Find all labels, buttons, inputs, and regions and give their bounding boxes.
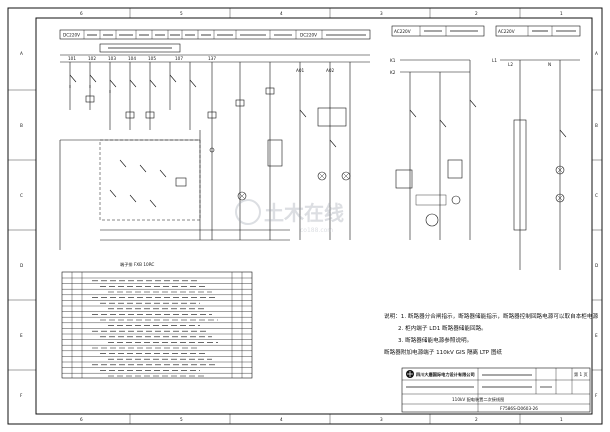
watermark: 土木在线 co188.com [235,199,344,234]
wire-label-k1: K1 [390,58,396,63]
title-block: 四川大唐国际电力设计有限公司 110kV 配电装置二次接线图 F7586S-D0… [401,367,591,413]
wire-label-103: 103 [108,56,116,61]
wire-label-l1: L1 [492,58,497,63]
tick-bottom-5: 1 [560,417,563,422]
tick-left-3: D [20,263,23,268]
wire-label-k2: K2 [390,70,396,75]
terminal-block-rows [62,277,252,377]
inner-frame [35,17,593,415]
tick-left-5: F [20,393,23,398]
tick-right-5: F [595,393,598,398]
relay-dashed-boundary [99,139,201,221]
tick-right-0: A [595,51,598,56]
title-col3: 第 1 页 [574,371,588,378]
wire-label-101: 101 [68,56,76,61]
wire-label-104: 104 [128,56,136,61]
terminal-block: 端子排 FXB 10RC [61,261,253,379]
note-line-0: 说明：1. 断路器分合闸指示，断路器储能指示，断路器控制回路电源可以取自本柜电源 [384,312,598,320]
tick-top-5: 1 [560,11,563,16]
right-header-cell-3: AC220V [498,29,515,34]
tick-top-0: 6 [80,11,83,16]
tick-left-0: A [20,51,23,56]
tick-left-2: C [20,193,23,198]
wire-label-a01: A01 [296,68,305,73]
title-drawing-number: F7586S-D0603-26 [500,406,538,411]
notes-block: 说明：1. 断路器分合闸指示，断路器储能指示，断路器控制回路电源可以取自本柜电源… [384,312,598,356]
company-logo [406,370,414,378]
border-tick-labels: 6 5 4 3 2 1 6 5 4 3 2 1 A B C D E F A B … [20,11,598,422]
tick-bottom-4: 2 [475,417,478,422]
right-header-cell-0: AC220V [394,29,411,34]
tick-right-2: C [595,193,598,198]
note-line-2: 3. 断路器储能电源参照说明。 [398,336,472,344]
tick-right-3: D [595,263,598,268]
title-drawing-name: 110kV 配电装置二次接线图 [452,396,504,403]
tick-top-1: 5 [180,11,183,16]
tick-top-4: 2 [475,11,478,16]
watermark-text: 土木在线 [264,201,344,225]
left-header-cell-0: DC220V [63,33,80,38]
left-control-circuit: 101 102 103 104 105 107 137 [59,43,370,250]
border-ticks [8,8,602,424]
wire-label-102: 102 [88,56,96,61]
left-header-row: DC220V DC220V [59,29,371,40]
wire-label-a02: A02 [326,68,335,73]
outer-frame [7,7,603,425]
right-header-row: AC220V AC220V [391,25,581,37]
wire-label-105: 105 [148,56,156,61]
tick-left-4: E [20,333,23,338]
tick-top-3: 3 [380,11,383,16]
title-block-illegible [406,374,552,388]
tick-bottom-0: 6 [80,417,83,422]
wire-label-137: 137 [208,56,216,61]
tick-left-1: B [20,123,23,128]
tick-bottom-2: 4 [280,417,283,422]
tick-bottom-3: 3 [380,417,383,422]
note-line-3: 断路器附加电源端子 110kV GIS 隔离 LTP 图纸 [384,348,502,356]
wire-label-107: 107 [175,56,183,61]
right-control-circuit: K1 K2 L1 L2 N [390,58,580,270]
tick-bottom-1: 5 [180,417,183,422]
terminal-block-title: 端子排 FXB 10RC [120,261,154,268]
note-line-1: 2. 柜内端子 LD1 断路器储能回路。 [398,324,487,332]
tick-right-1: B [595,123,598,128]
title-company: 四川大唐国际电力设计有限公司 [416,371,475,378]
left-header-cell-11: DC220V [300,33,317,38]
wire-label-n: N [548,62,551,67]
relay-block-title-box [99,43,181,53]
wire-label-l2: L2 [508,62,513,67]
tick-right-4: E [595,333,598,338]
tick-top-2: 4 [280,11,283,16]
watermark-sub: co188.com [300,227,333,234]
